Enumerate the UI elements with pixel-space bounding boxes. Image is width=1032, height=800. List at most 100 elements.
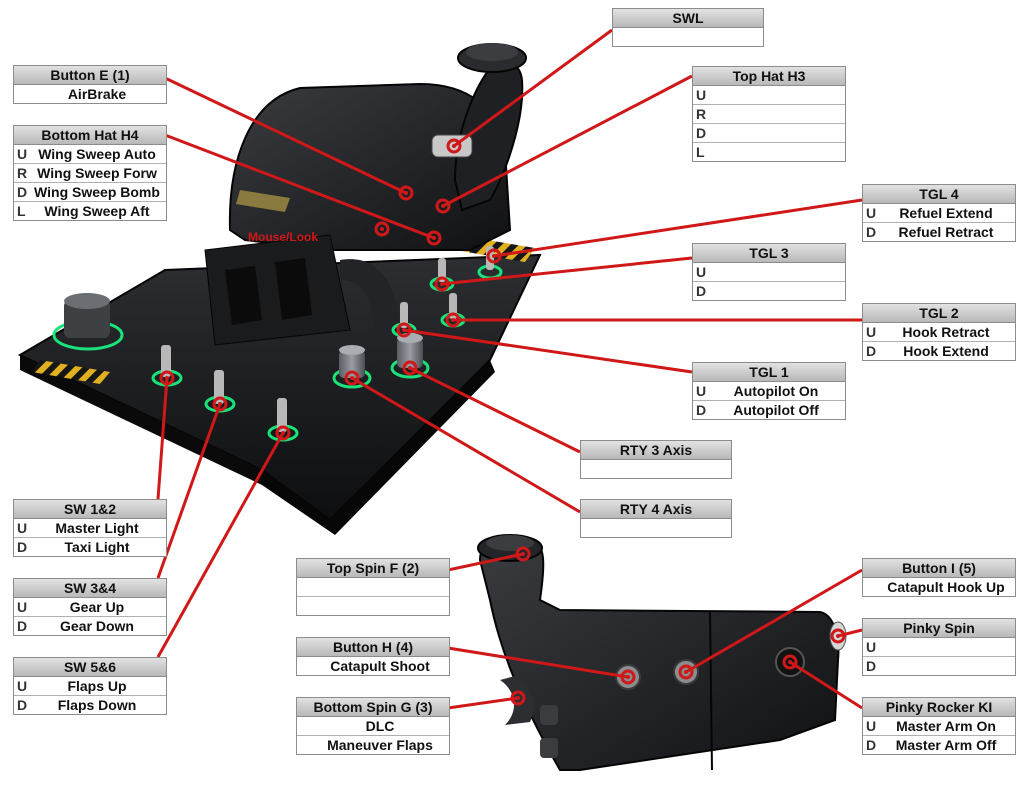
swl-leader-line	[453, 28, 613, 148]
tgl-4-leader-line	[493, 198, 863, 258]
bottom-hat-h4-title: Bottom Hat H4	[14, 126, 166, 145]
sw-5-6-row: D Flaps Down	[14, 696, 166, 714]
sw-5-6-row-key: D	[17, 697, 28, 713]
pinky-rocker-title: Pinky Rocker KI	[863, 698, 1015, 717]
tgl-1-row-key: D	[696, 402, 707, 418]
sw-5-6-leader-line	[156, 432, 285, 658]
sw-3-4-marker-center	[218, 402, 222, 406]
button-h-title: Button H (4)	[297, 638, 449, 657]
top-hat-h3-leader-line	[442, 74, 693, 208]
tgl-3-row-key: D	[696, 283, 707, 299]
button-e-row-value: AirBrake	[67, 86, 127, 102]
swl-marker-center	[452, 144, 456, 148]
rotary-knob-left	[52, 293, 124, 351]
tgl-2-row-key: D	[866, 343, 877, 359]
top-hat-h3-marker	[435, 198, 451, 214]
swl-callout: SWL	[612, 8, 764, 47]
sw-1-2-row-key: U	[17, 520, 28, 536]
bottom-spin-g-row: Maneuver Flaps	[297, 736, 449, 754]
top-hat-h3-row: L	[693, 143, 845, 161]
pinky-rocker-leader-line	[789, 660, 863, 710]
bottom-spin-g-row-value: Maneuver Flaps	[327, 737, 433, 753]
bottom-hat-h4-row: L Wing Sweep Aft	[14, 202, 166, 220]
bottom-hat-h4-row-key: L	[17, 203, 26, 219]
tgl-1-marker-center	[402, 328, 406, 332]
rty-3-marker-center	[408, 366, 412, 370]
top-spin-f-leader-line	[447, 552, 524, 572]
pinky-rocker-row-key: D	[866, 737, 877, 753]
rty-4-knob[interactable]	[390, 333, 430, 379]
rty-3-marker	[402, 360, 418, 376]
tgl-1-row-value: Autopilot On	[733, 383, 819, 399]
rty-3-title: RTY 3 Axis	[581, 441, 731, 460]
sw-5-6-row-value: Flaps Down	[57, 697, 137, 713]
bottom-spin-g-leader-line	[447, 696, 519, 710]
rty-3-knob[interactable]	[332, 345, 372, 389]
tgl-1-title: TGL 1	[693, 363, 845, 382]
sw-5-6-row-value: Flaps Up	[67, 678, 127, 694]
pinky-rocker-row-value: Master Arm On	[896, 718, 996, 734]
rty-4-leader-line	[351, 376, 581, 514]
bottom-spin-g-row-value: DLC	[365, 718, 395, 734]
sw-3-4-row-value: Gear Up	[69, 599, 125, 615]
pinky-spin-leader-line	[837, 628, 863, 638]
bottom-hat-h4-row-value: Wing Sweep Aft	[44, 203, 150, 219]
button-i-marker	[678, 664, 694, 680]
tgl-1-row-value: Autopilot Off	[733, 402, 819, 418]
pinky-rocker-row: D Master Arm Off	[863, 736, 1015, 754]
tgl-4-marker	[486, 248, 502, 264]
tgl-3-leader-line	[441, 256, 693, 286]
tgl-4-marker-center	[492, 254, 496, 258]
sw-1-2-marker	[159, 370, 175, 386]
top-hat-h3-title: Top Hat H3	[693, 67, 845, 86]
sw-5-6-marker-center	[281, 431, 285, 435]
switch-row	[151, 246, 503, 442]
button-i-marker-center	[684, 670, 688, 674]
tgl-3-title: TGL 3	[693, 244, 845, 263]
top-hat-h3-row-key: U	[696, 87, 707, 103]
sw-3-4-leader-line	[156, 403, 222, 579]
top-hat-h3-row-key: R	[696, 106, 707, 122]
tgl-4-row-value: Refuel Retract	[898, 224, 994, 240]
swl-marker	[446, 138, 462, 154]
rty-3-row	[581, 460, 731, 478]
top-spin-f-marker	[515, 546, 531, 562]
pinky-rocker-row-value: Master Arm Off	[895, 737, 997, 753]
bottom-hat-h4-row-key: R	[17, 165, 28, 181]
button-h-row-value: Catapult Shoot	[330, 658, 430, 674]
button-i-leader-line	[685, 568, 863, 674]
button-e-title: Button E (1)	[14, 66, 166, 85]
hazard-stripe	[32, 360, 110, 384]
button-e-leader-line	[164, 76, 407, 195]
tgl-3-row: D	[693, 282, 845, 300]
tgl-2-row: D Hook Extend	[863, 342, 1015, 360]
top-spin-f-row	[297, 578, 449, 597]
rty-4-callout: RTY 4 Axis	[580, 499, 732, 538]
sw-3-4-row-key: D	[17, 618, 28, 634]
button-i-callout: Button I (5)Catapult Hook Up	[862, 558, 1016, 597]
button-h-marker	[620, 669, 636, 685]
rty-4-marker	[344, 370, 360, 386]
sw-5-6-marker	[275, 425, 291, 441]
bottom-hat-h4-row-value: Wing Sweep Auto	[38, 146, 156, 162]
pinky-spin-row: U	[863, 638, 1015, 657]
bottom-hat-h4-leader-line	[164, 133, 435, 240]
top-hat-h3-row: D	[693, 124, 845, 143]
tgl-2-row-value: Hook Extend	[903, 343, 989, 359]
button-i-row-value: Catapult Hook Up	[887, 579, 1005, 595]
